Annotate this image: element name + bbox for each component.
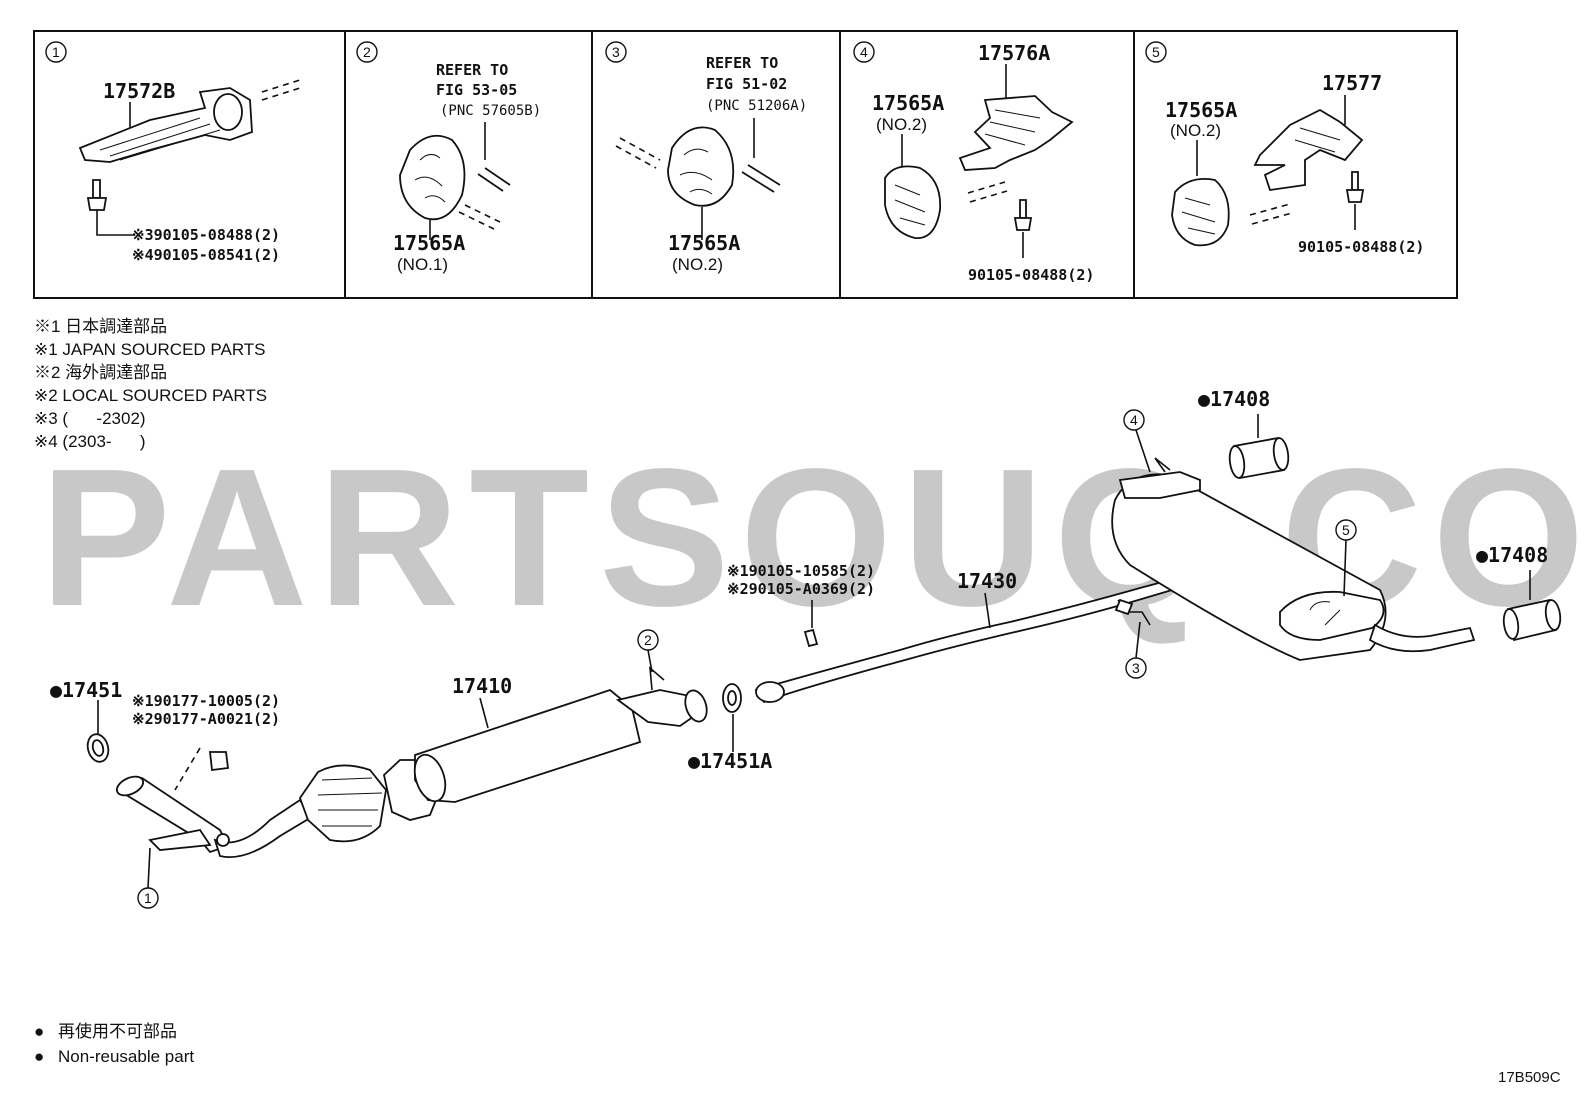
- bolt-icon: [92, 179, 101, 199]
- notes: ※1 日本調達部品 ※1 JAPAN SOURCED PARTS ※2 海外調達…: [34, 317, 267, 451]
- detail-panel-4: 4 17576A 17565A (NO.2) 90105-08488(2): [853, 41, 1094, 284]
- legend-bullet-2: ●: [34, 1047, 44, 1066]
- exhaust-bracket-17572b: [78, 87, 253, 163]
- label-17451: ●17451: [50, 678, 122, 702]
- part-label-17565a-no1: 17565A: [393, 231, 465, 255]
- main-labels: ●17451 ※190177-10005(2) ※290177-A0021(2)…: [50, 387, 1548, 773]
- label-bolt-1: ※190105-10585(2): [727, 562, 875, 580]
- fastener-label-p4: 90105-08488(2): [968, 266, 1094, 284]
- refer-pnc-p3: (PNC 51206A): [706, 98, 807, 114]
- note-4: ※2 LOCAL SOURCED PARTS: [34, 386, 267, 405]
- part-label-17572b: 17572B: [103, 79, 175, 103]
- label-nut-1: ※190177-10005(2): [132, 692, 280, 710]
- note-3: ※2 海外調達部品: [34, 363, 167, 382]
- rubber-hanger-17565a-p5: [1171, 177, 1230, 247]
- exhaust-bracket-17576a: [958, 95, 1074, 171]
- detail-panels: [33, 30, 1458, 299]
- refer-line-1: REFER TO: [436, 61, 508, 79]
- label-bolt-2: ※290105-A0369(2): [727, 580, 875, 598]
- detail-panel-5: 5 17577 17565A (NO.2) 90105-08488(2): [1145, 41, 1424, 256]
- bolt-icon-p5: [1351, 171, 1359, 191]
- panel-4-number: 4: [860, 44, 868, 60]
- callout-2-number: 2: [644, 632, 652, 648]
- label-17430: 17430: [957, 569, 1017, 593]
- legend-text-1: 再使用不可部品: [58, 1021, 177, 1041]
- part-label-17565a-no2-p3: 17565A: [668, 231, 740, 255]
- panel-3-number: 3: [612, 44, 620, 60]
- part-label-17565a-p4: 17565A: [872, 91, 944, 115]
- part-sub-p5: (NO.2): [1170, 121, 1221, 140]
- refer-line-1-p3: REFER TO: [706, 54, 778, 72]
- callout-4: [1123, 409, 1145, 431]
- center-pipe-17430: [754, 578, 1174, 704]
- refer-pnc: (PNC 57605B): [440, 103, 541, 119]
- rubber-hanger-17565a-no2: [667, 126, 735, 207]
- note-5: ※3 ( -2302): [34, 409, 146, 428]
- detail-panel-1: 1 17572B ※390105-08488(2) ※490105-08541(…: [45, 41, 301, 264]
- callouts: 2 3 4 5: [637, 409, 1357, 679]
- panel-2-number: 2: [363, 44, 371, 60]
- front-gasket-group: 1: [86, 700, 230, 909]
- label-17451a: ●17451A: [688, 749, 772, 773]
- label-17408-right: ●17408: [1476, 543, 1548, 567]
- part-sub-no2-p3: (NO.2): [672, 255, 723, 274]
- legend: ● 再使用不可部品 ● Non-reusable part: [34, 1021, 194, 1066]
- fastener-label-1: ※390105-08488(2): [132, 226, 280, 244]
- callout-4-number: 4: [1130, 412, 1138, 428]
- part-label-17565a-p5: 17565A: [1165, 98, 1237, 122]
- diagram-code: 17B509C: [1498, 1069, 1561, 1086]
- nut-icon: [208, 751, 230, 772]
- panel-5-number: 5: [1152, 44, 1160, 60]
- main-muffler: [1111, 457, 1476, 661]
- front-pipe-17410: [115, 666, 708, 858]
- label-17410: 17410: [452, 674, 512, 698]
- bolt-icon-main: [803, 628, 819, 648]
- callout-1-number: 1: [144, 890, 152, 906]
- refer-line-2: FIG 53-05: [436, 81, 517, 99]
- panel-1-number: 1: [52, 44, 60, 60]
- tail-gaskets: [1228, 414, 1562, 642]
- note-6: ※4 (2303- ): [34, 432, 146, 451]
- refer-line-2-p3: FIG 51-02: [706, 75, 787, 93]
- note-1: ※1 日本調達部品: [34, 317, 167, 336]
- label-nut-2: ※290177-A0021(2): [132, 710, 280, 728]
- fastener-label-p5: 90105-08488(2): [1298, 238, 1424, 256]
- note-2: ※1 JAPAN SOURCED PARTS: [34, 340, 266, 359]
- part-sub-no1: (NO.1): [397, 255, 448, 274]
- detail-panel-2: 2 REFER TO FIG 53-05 (PNC 57605B) 17565A…: [356, 41, 541, 274]
- part-label-17577: 17577: [1322, 71, 1382, 95]
- part-sub-p4: (NO.2): [876, 115, 927, 134]
- detail-panel-3: 3 REFER TO FIG 51-02 (PNC 51206A) 17565A…: [605, 41, 807, 274]
- exhaust-bracket-17577: [1253, 108, 1364, 191]
- bolt-icon-p4: [1019, 199, 1027, 219]
- part-label-17576a: 17576A: [978, 41, 1050, 65]
- legend-text-2: Non-reusable part: [58, 1047, 194, 1066]
- rubber-hanger-17565a-p4: [884, 165, 942, 239]
- callout-3-number: 3: [1132, 660, 1140, 676]
- label-17408-top: ●17408: [1198, 387, 1270, 411]
- legend-bullet-1: ●: [34, 1022, 44, 1041]
- rubber-hanger-17565a-no1: [399, 134, 466, 221]
- fastener-label-2: ※490105-08541(2): [132, 246, 280, 264]
- callout-5-number: 5: [1342, 522, 1350, 538]
